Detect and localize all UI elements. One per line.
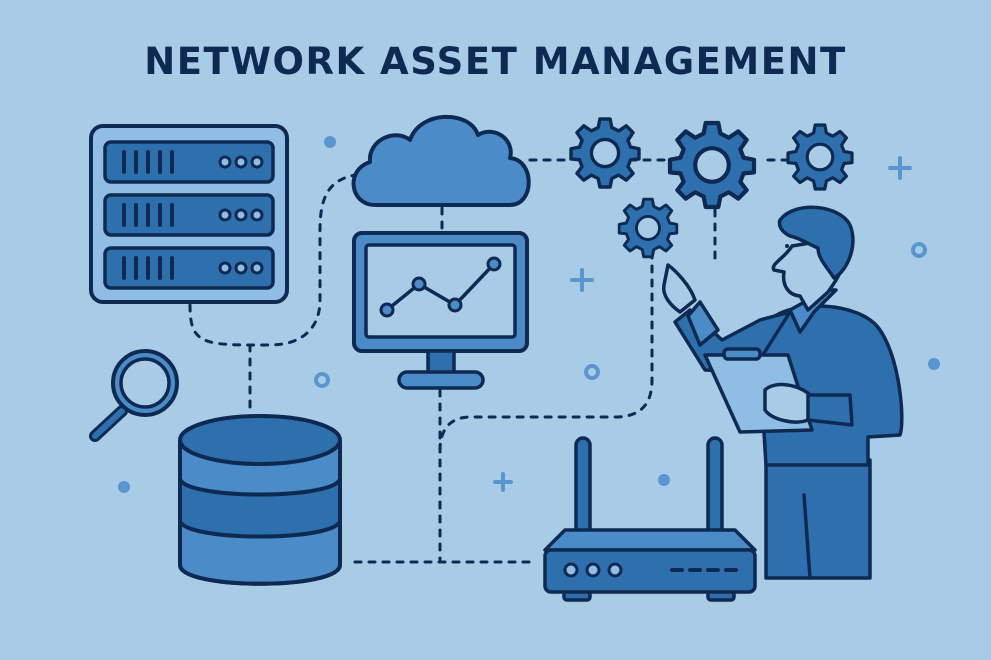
person-icon	[661, 205, 904, 580]
decorative-accents	[118, 136, 940, 493]
page-title: NETWORK ASSET MANAGEMENT	[144, 40, 847, 83]
database-icon	[178, 414, 342, 586]
cloud-icon	[351, 114, 531, 207]
gear-icon	[670, 123, 754, 207]
router-icon	[543, 436, 757, 602]
magnifying-glass-icon	[89, 349, 179, 442]
monitor-chart-icon	[352, 231, 529, 390]
gear-icon	[617, 197, 679, 259]
gear-icon	[786, 123, 854, 191]
gear-icon	[569, 117, 641, 189]
server-rack-icon	[89, 124, 289, 304]
